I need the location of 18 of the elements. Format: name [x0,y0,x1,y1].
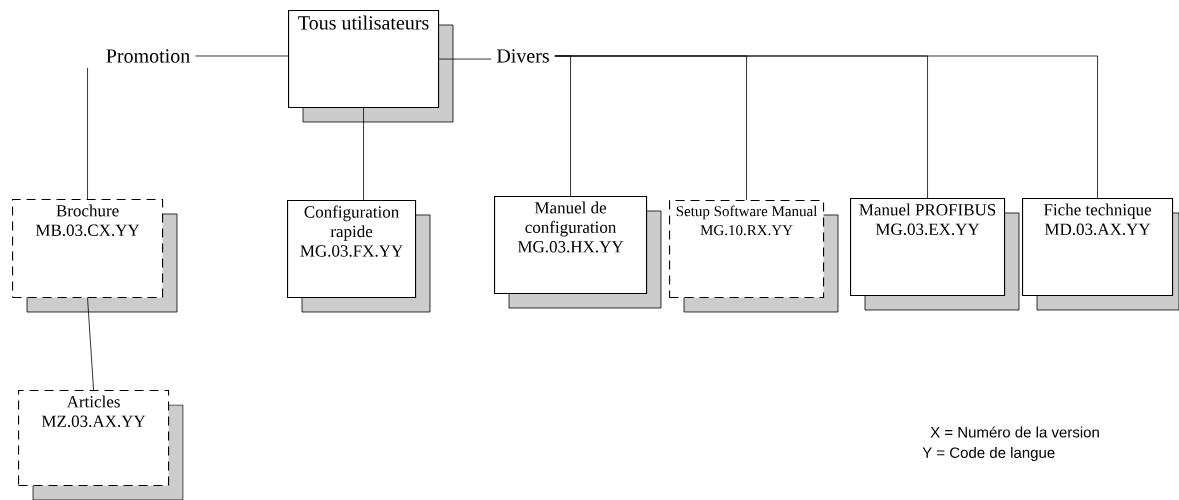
document-box: Configuration rapide MG.03.FX.YY [287,200,431,313]
connector-line [438,58,492,60]
document-box: Fiche technique MD.03.AX.YY [1022,198,1179,311]
document-box: Manuel de configuration MG.03.HX.YY [494,196,662,309]
bare-label: Promotion [106,49,190,63]
bare-label: Divers [496,49,549,63]
document-box: Manuel PROFIBUS MG.03.EX.YY [850,198,1020,311]
document-box: Setup Software Manual MG.10.RX.YY [669,200,839,313]
connector-line [554,55,1098,199]
connector-line [87,67,88,200]
document-box: Brochure MB.03.CX.YY [12,199,178,313]
note-text: X = Numéro de la version [930,426,1099,438]
document-box: Articles MZ.03.AX.YY [18,390,184,500]
connector-line [87,297,94,391]
note-text: Y = Code de langue [922,447,1055,461]
connector-line [195,55,289,57]
connector-line [363,107,364,201]
document-box: Tous utilisateurs [288,10,454,123]
